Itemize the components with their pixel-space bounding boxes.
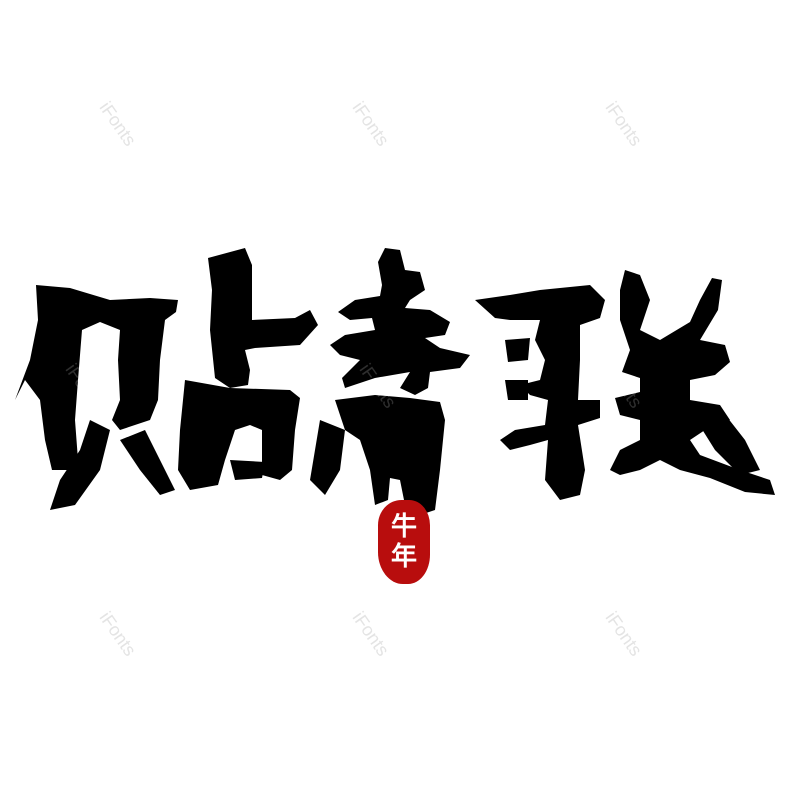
character-lian (475, 270, 775, 500)
seal-char-niu: 牛 (390, 512, 417, 542)
character-chun (310, 248, 470, 515)
character-tie (15, 248, 318, 510)
red-seal-stamp: 牛 年 (378, 500, 430, 584)
seal-char-nian: 年 (390, 542, 417, 572)
